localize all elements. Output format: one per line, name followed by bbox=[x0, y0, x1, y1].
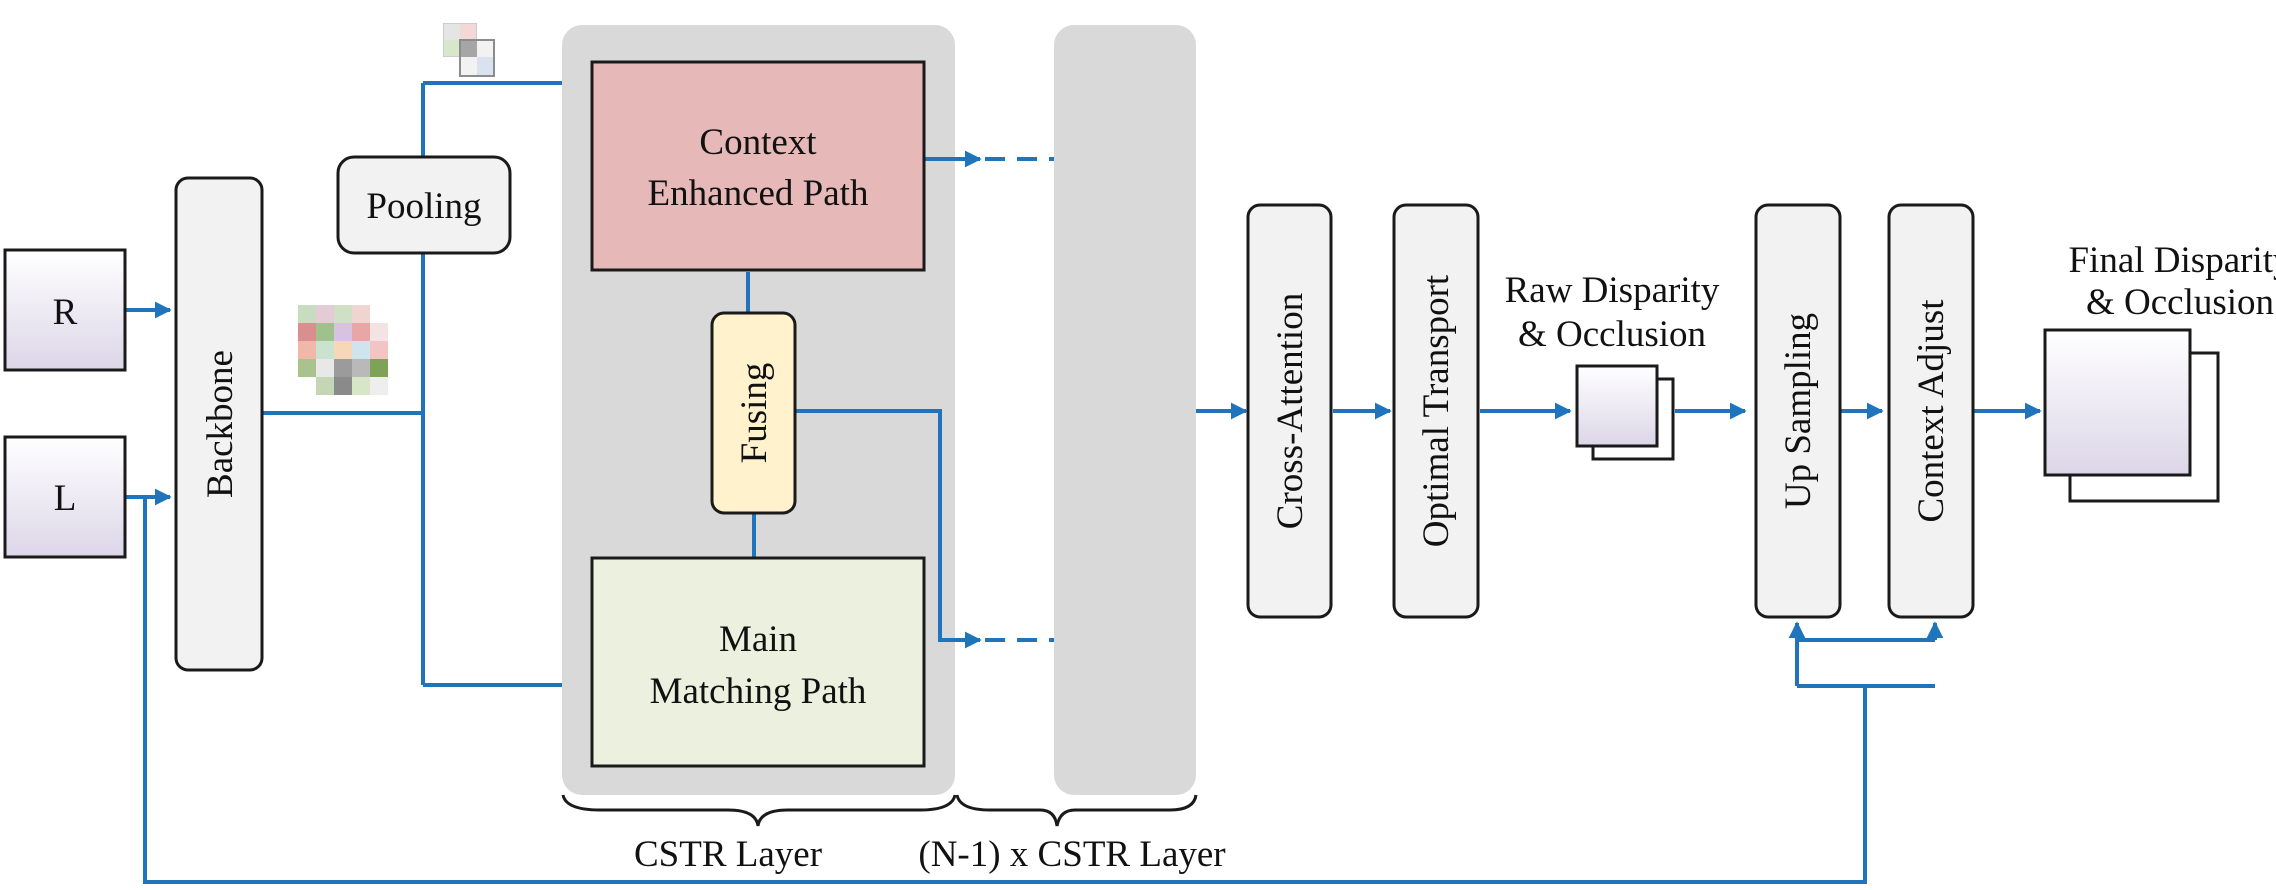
input-r-label: R bbox=[53, 292, 78, 333]
connectors bbox=[126, 81, 2042, 884]
context-adjust-label: Context Adjust bbox=[1911, 299, 1952, 523]
context-enhanced-path-block: Context Enhanced Path bbox=[590, 60, 926, 272]
main-path-label-line1: Main bbox=[719, 619, 797, 660]
fusing-label: Fusing bbox=[734, 363, 775, 464]
cstr-layer-label: CSTR Layer bbox=[634, 834, 822, 875]
raw-output-label-line2: & Occlusion bbox=[1518, 314, 1706, 355]
n1-cstr-layer-label: (N-1) x CSTR Layer bbox=[918, 834, 1225, 875]
pooled-feature-icon bbox=[443, 23, 495, 77]
final-output-label-line2: & Occlusion bbox=[2086, 282, 2274, 323]
optimal-transport-block: Optimal Transport bbox=[1392, 203, 1480, 619]
final-disparity-icon bbox=[2043, 328, 2220, 503]
main-matching-path-block: Main Matching Path bbox=[590, 556, 926, 768]
cstr-layer-brace bbox=[561, 794, 957, 827]
input-l-label: L bbox=[54, 478, 77, 519]
main-path-label-line2: Matching Path bbox=[650, 671, 867, 712]
final-output-label-line1: Final Disparity bbox=[2068, 240, 2276, 281]
backbone-block: Backbone bbox=[174, 176, 264, 672]
context-path-label-line1: Context bbox=[699, 122, 817, 163]
up-sampling-label: Up Sampling bbox=[1778, 313, 1819, 509]
fusing-block: Fusing bbox=[710, 311, 797, 515]
cross-attention-block: Cross-Attention bbox=[1246, 203, 1333, 619]
context-adjust-block: Context Adjust bbox=[1887, 203, 1975, 619]
n1-cstr-layer-brace bbox=[955, 794, 1198, 827]
optimal-transport-label: Optimal Transport bbox=[1416, 274, 1457, 547]
cross-attention-label: Cross-Attention bbox=[1270, 293, 1311, 529]
n1-cstr-layer-panel bbox=[1054, 25, 1196, 795]
pooling-block: Pooling bbox=[336, 155, 512, 255]
raw-output-label-line1: Raw Disparity bbox=[1505, 270, 1720, 311]
input-l-box: L bbox=[3, 435, 127, 559]
input-r-box: R bbox=[3, 248, 127, 372]
raw-disparity-icon bbox=[1575, 364, 1675, 461]
pooling-label: Pooling bbox=[366, 186, 481, 227]
backbone-label: Backbone bbox=[200, 350, 241, 498]
context-path-label-line2: Enhanced Path bbox=[648, 173, 869, 214]
up-sampling-block: Up Sampling bbox=[1754, 203, 1842, 619]
backbone-feature-icon bbox=[298, 305, 388, 395]
